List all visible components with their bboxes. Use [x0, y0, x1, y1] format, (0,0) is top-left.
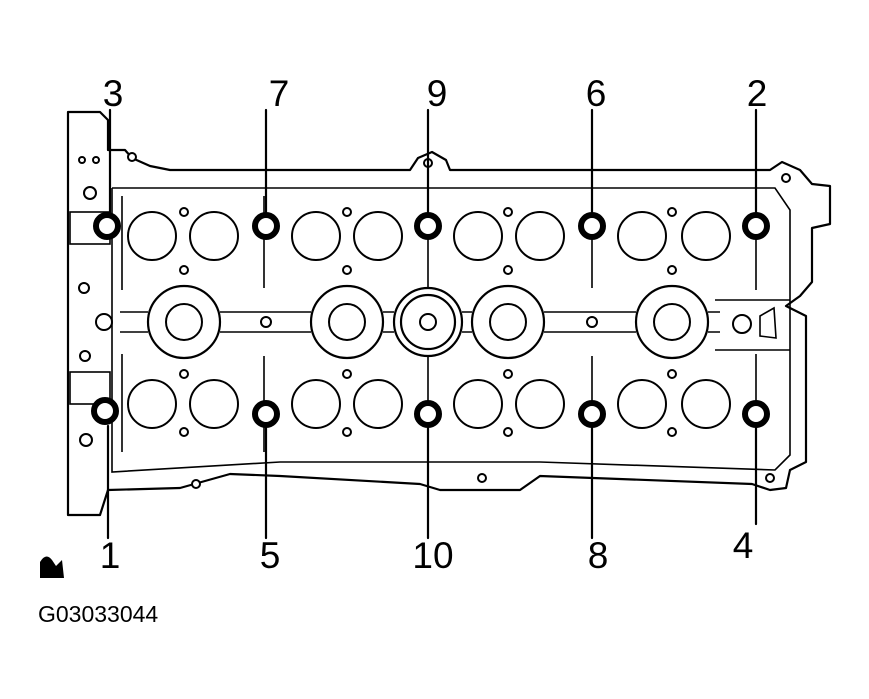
edge-dot-4: [191, 479, 201, 489]
cam-journals: [146, 284, 710, 360]
bolt-1: [91, 397, 119, 425]
bolt-7: [252, 212, 280, 240]
corner-mark-icon: [40, 556, 64, 578]
bolt-9: [414, 212, 442, 240]
bolt-10: [414, 400, 442, 428]
bolt-label-1: 1: [100, 535, 121, 576]
bolt-label-3: 3: [103, 73, 124, 114]
bolt-2: [742, 212, 770, 240]
edge-dot-1: [127, 152, 137, 162]
flange-dot-2: [92, 156, 100, 164]
bolt-label-4: 4: [733, 525, 754, 566]
right-end-hole: [732, 314, 752, 334]
bolt-3: [93, 212, 121, 240]
valve-openings-bottom: [127, 379, 731, 429]
bolt-label-10: 10: [412, 535, 453, 576]
edge-dot-5: [477, 473, 487, 483]
bolt-label-2: 2: [747, 73, 768, 114]
flange-hole-4: [79, 350, 91, 362]
right-end-ribs: [715, 299, 790, 351]
bolt-label-6: 6: [586, 73, 607, 114]
head-outline: [66, 110, 832, 517]
rib-dot-1: [260, 316, 272, 328]
bolt-label-8: 8: [588, 535, 609, 576]
figure-code: G03033044: [38, 601, 158, 627]
right-end-slot: [759, 306, 777, 339]
flange-hole-1: [83, 186, 97, 200]
bolt-8: [578, 400, 606, 428]
journal-ribs: [120, 311, 720, 333]
bolt-label-9: 9: [427, 73, 448, 114]
small-bosses: [179, 207, 677, 437]
bolt-5: [252, 400, 280, 428]
bolt-4: [742, 400, 770, 428]
leader-lines: [106, 108, 758, 540]
bolt-6: [578, 212, 606, 240]
flange-dot-1: [78, 156, 86, 164]
flange-hole-5: [79, 433, 93, 447]
bolt-label-5: 5: [260, 535, 281, 576]
rib-dot-2: [586, 316, 598, 328]
left-flange-block-bottom: [69, 371, 111, 405]
valve-openings-top: [127, 211, 731, 261]
head-inner-outline: [111, 187, 791, 473]
edge-dot-6: [765, 473, 775, 483]
bolt-label-7: 7: [269, 73, 290, 114]
flange-hole-2: [78, 282, 90, 294]
edge-dot-3: [781, 173, 791, 183]
flange-hole-3: [95, 313, 113, 331]
